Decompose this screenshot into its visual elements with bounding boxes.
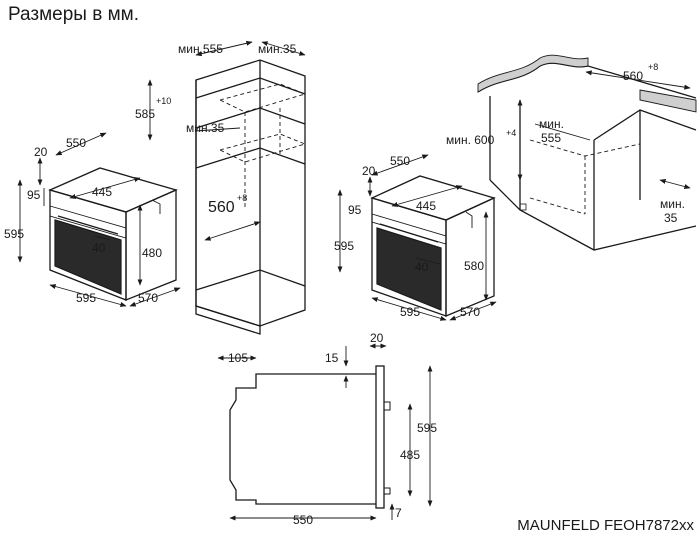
side-height-label: 595 [417, 421, 437, 435]
right-oven-top [370, 175, 496, 221]
side-depth-label: 550 [293, 513, 313, 527]
column-width-dimline [195, 40, 253, 57]
left-depth-label: 550 [66, 136, 86, 150]
model-label: MAUNFELD FEOH7872xx [517, 517, 694, 534]
left-width-dimline [49, 284, 127, 307]
column-niche-height-label: 585 [135, 107, 155, 121]
column-niche-width-label: 560 [208, 199, 235, 216]
right-oven: 20 550 95 595 445 40 580 595 570 [334, 154, 497, 321]
undercounter-width-label: 560 [623, 69, 643, 83]
undercounter-gap-prefix: мин. [660, 197, 685, 211]
undercounter-gap-label: 35 [664, 211, 678, 225]
right-total-depth-dimline [449, 301, 497, 321]
side-front-panel [375, 365, 385, 509]
right-width-label: 595 [400, 305, 420, 319]
side-handle-top [383, 401, 391, 411]
side-body-height-label: 485 [400, 448, 420, 462]
column-min-gap-label: мин.35 [258, 42, 297, 56]
side-bottom-gap-label: 7 [395, 506, 402, 520]
side-front-gap-label: 15 [325, 351, 339, 365]
left-oven-door [54, 219, 122, 295]
column-niche-width-dimline [204, 221, 261, 241]
right-front-top-label: 20 [362, 164, 376, 178]
undercounter-min-height-tol: +4 [506, 128, 516, 138]
undercounter-width-tol: +8 [648, 62, 658, 72]
column-cabinet: мин.555 мин.35 585 +10 мин.35 560 +8 [135, 40, 307, 335]
right-oven-side [445, 196, 495, 317]
undercounter-depth-dimline [534, 123, 591, 141]
left-total-depth-dimline [129, 287, 181, 307]
left-width-label: 595 [76, 291, 96, 305]
column-plinth [195, 305, 261, 335]
right-offset-label: 95 [348, 203, 362, 217]
page-title: Размеры в мм. [8, 4, 140, 25]
undercounter-install: мин. 600 +4 мин. 555 560 +8 мин. 35 [446, 54, 697, 251]
left-oven-flange [151, 199, 161, 214]
undercounter-depth-prefix: мин. [539, 117, 564, 131]
side-front-top-label: 20 [370, 331, 384, 345]
undercounter-niche-bottom [529, 197, 586, 215]
column-niche-height-tol: +10 [156, 96, 171, 106]
column-mid-gap-dimline [194, 127, 241, 132]
side-top-offset-label: 105 [228, 351, 248, 365]
column-shelf-1 [195, 77, 306, 99]
column-niche-width-tol: +8 [237, 193, 247, 203]
left-oven-top [48, 167, 178, 213]
side-body-outline [229, 373, 376, 505]
undercounter-gap-dimline [659, 179, 691, 189]
column-min-width-label: мин.555 [178, 42, 223, 56]
right-oven-control-panel [371, 213, 447, 245]
undercounter-min-height-label: мин. 600 [446, 133, 495, 147]
left-oven: 550 20 95 595 445 40 480 595 570 [4, 132, 181, 307]
cab-foot [519, 203, 527, 211]
column-shelf-2 [195, 107, 306, 129]
column-niche-top [218, 83, 307, 113]
left-cavity-width-label: 445 [92, 185, 112, 199]
right-oven-flange [465, 211, 473, 228]
right-handle-label: 40 [415, 260, 429, 274]
left-oven-control-panel [49, 205, 127, 239]
left-front-top-label: 20 [34, 145, 48, 159]
left-offset-label: 95 [27, 188, 41, 202]
left-total-depth-label: 570 [138, 291, 158, 305]
left-height-label: 595 [4, 227, 24, 241]
left-handle-label: 40 [92, 241, 106, 255]
column-shelf-3 [195, 147, 306, 169]
right-depth-label: 550 [390, 154, 410, 168]
right-oven-handle [379, 223, 439, 243]
right-total-depth-label: 570 [460, 305, 480, 319]
cab-floor [489, 179, 697, 251]
right-cavity-width-dimline [391, 185, 463, 207]
right-cavity-width-label: 445 [416, 199, 436, 213]
column-niche-mid [218, 133, 307, 163]
countertop-right [639, 89, 697, 113]
column-outline [195, 59, 306, 327]
column-mid-gap-label: мин.35 [186, 121, 225, 135]
countertop [477, 54, 589, 93]
side-view: 105 20 15 595 485 550 7 [217, 331, 437, 527]
left-oven-handle [57, 215, 119, 235]
right-width-dimline [371, 297, 447, 321]
undercounter-depth-label: 555 [541, 131, 561, 145]
right-depth-dimline [371, 154, 429, 176]
right-height-label: 595 [334, 239, 354, 253]
left-handle-dimline [94, 235, 111, 241]
left-cavity-height-label: 480 [142, 246, 162, 260]
left-depth-dimline [55, 132, 107, 156]
undercounter-width-dimline [585, 70, 691, 90]
column-shelf-4 [195, 269, 306, 291]
right-handle-dimline [415, 257, 441, 265]
right-cavity-height-label: 580 [464, 259, 484, 273]
countertop-edge [477, 62, 697, 99]
side-handle-bottom [383, 487, 391, 495]
cab-right-top [593, 109, 697, 141]
left-oven-side [125, 189, 177, 301]
column-gap-dimline [261, 41, 306, 56]
left-cavity-width-dimline [69, 177, 141, 199]
